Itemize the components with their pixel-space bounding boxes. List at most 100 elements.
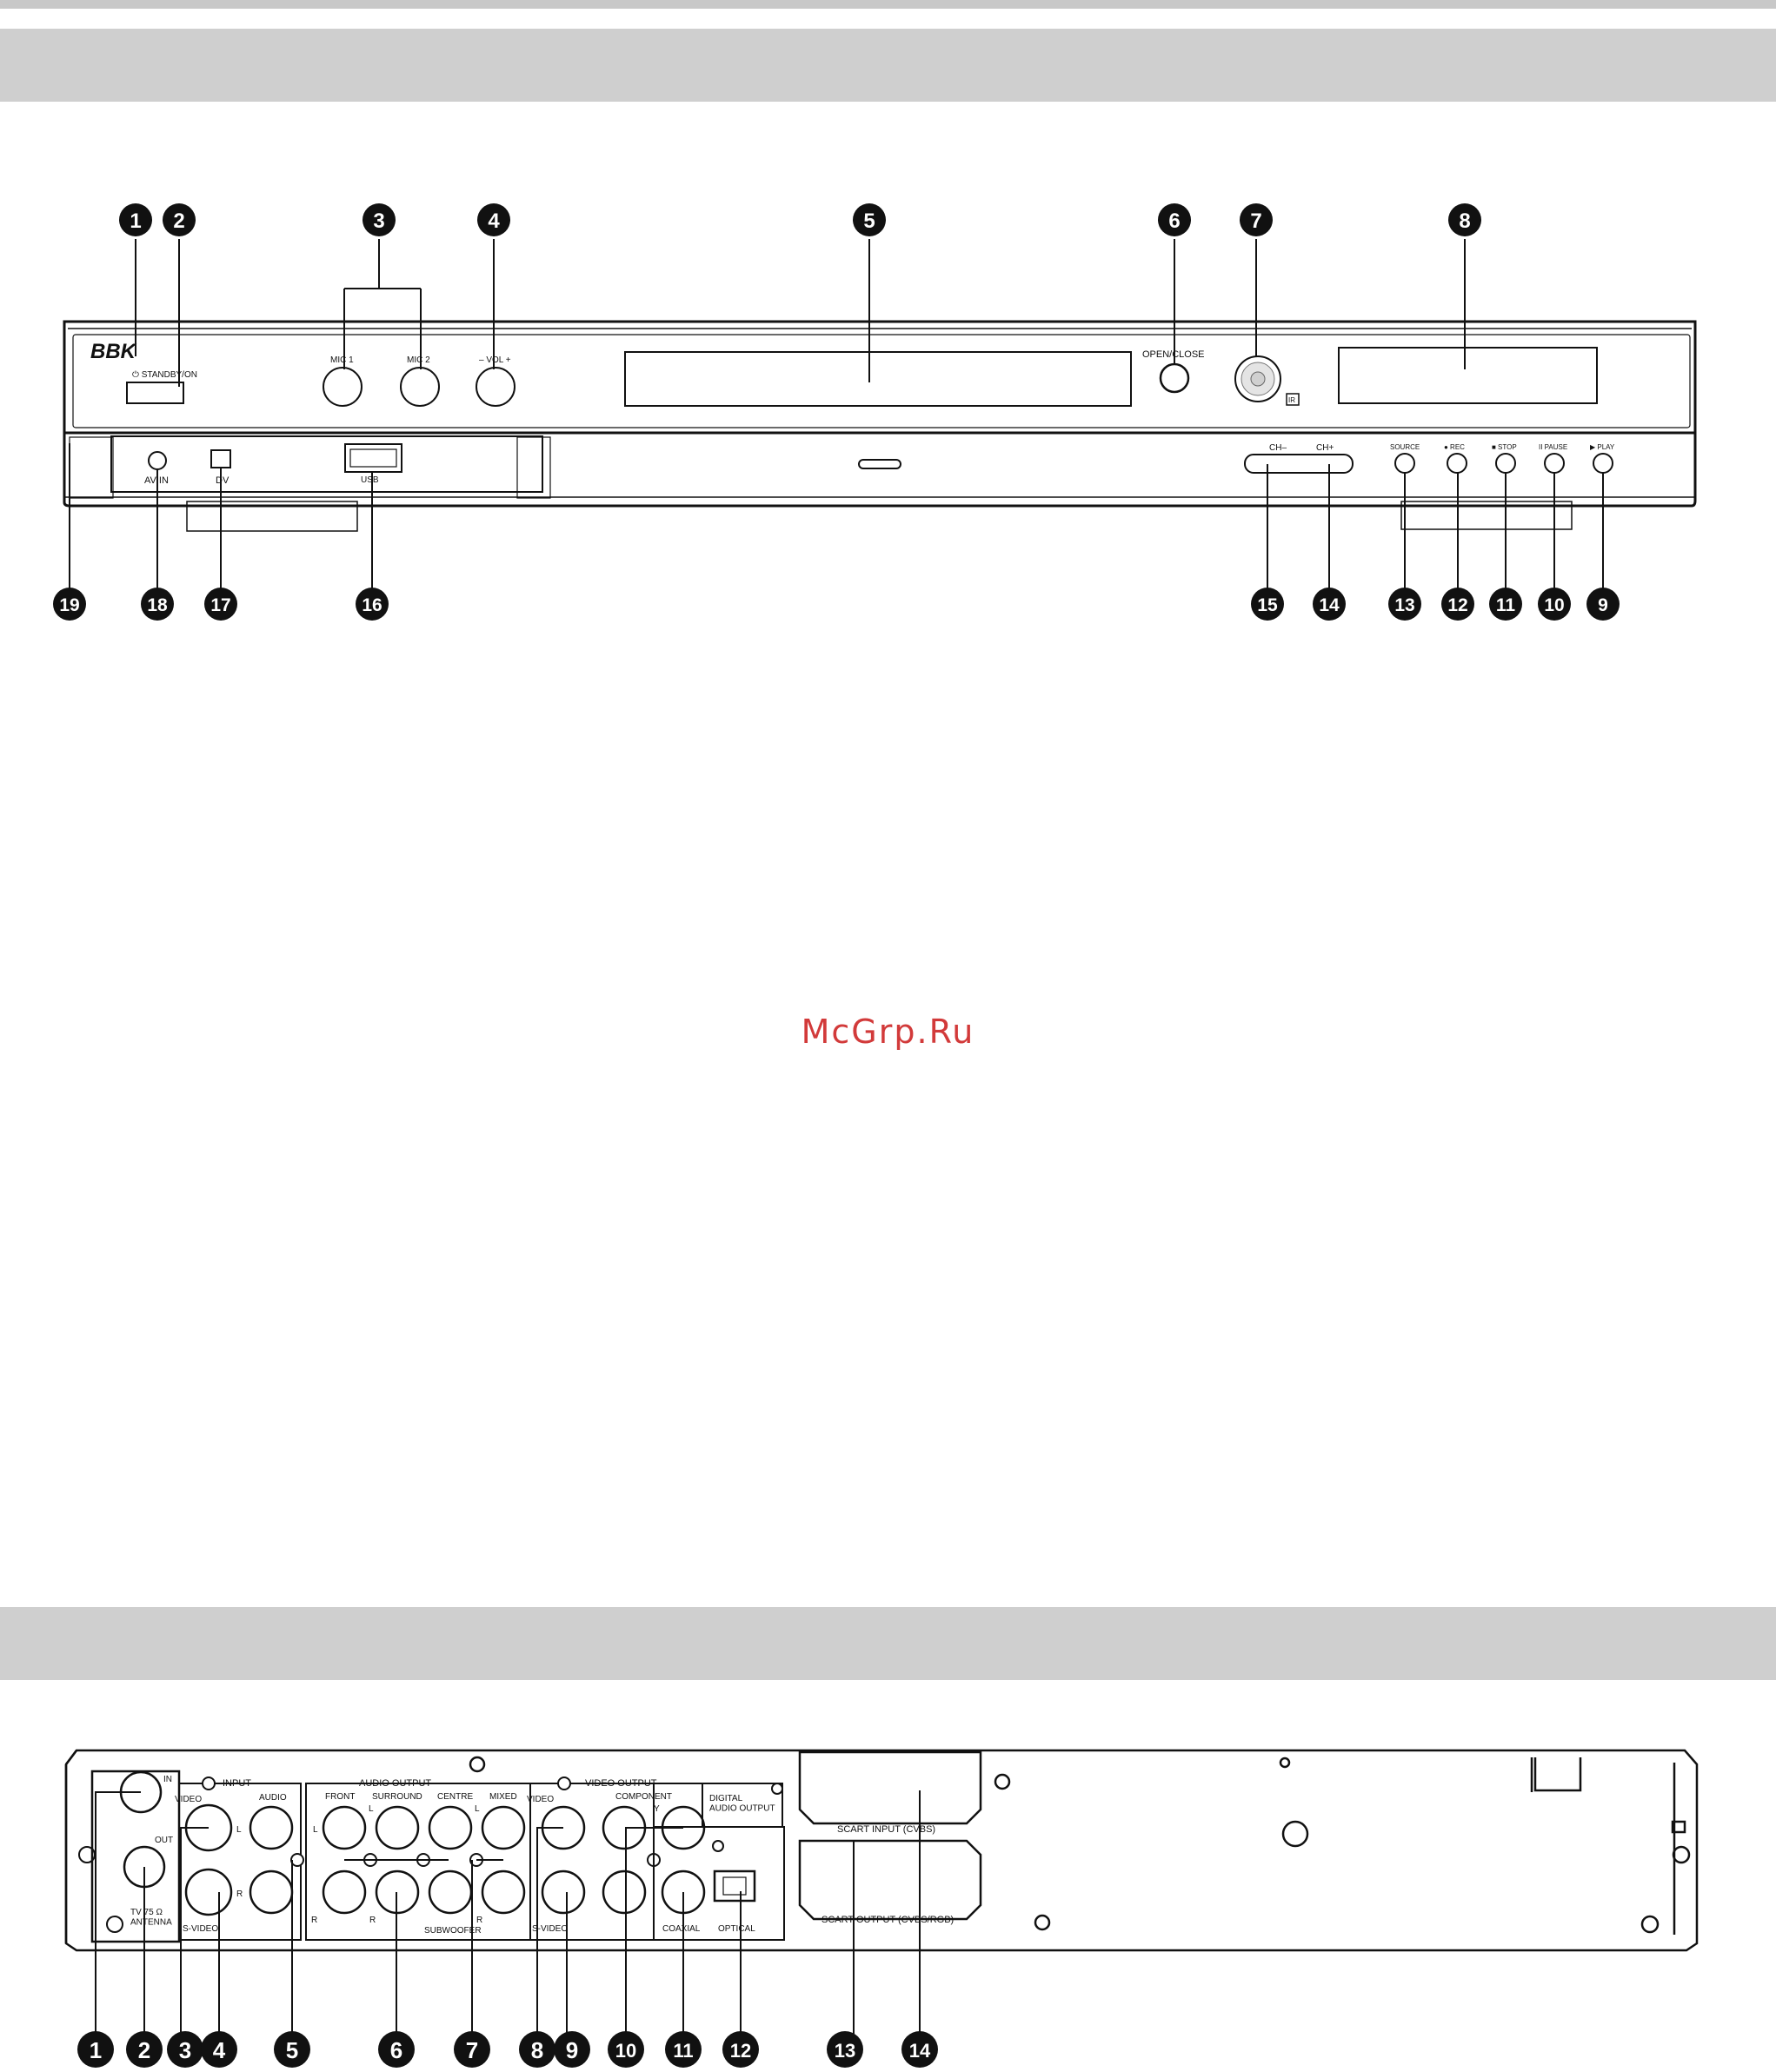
component-section xyxy=(654,1783,703,1828)
ch-minus-label: CH– xyxy=(1269,443,1287,453)
open-close-label: OPEN/CLOSE xyxy=(1142,349,1205,360)
input-svideo-jack xyxy=(184,1868,233,1916)
coaxial-label: COAXIAL xyxy=(662,1924,701,1934)
antenna-in-label: IN xyxy=(163,1775,172,1784)
vol-knob xyxy=(476,367,516,407)
input-audio-label: AUDIO xyxy=(259,1793,287,1803)
svg-text:8: 8 xyxy=(1459,209,1470,233)
mixed-l-jack xyxy=(481,1805,526,1850)
callout-11: 11 xyxy=(1489,588,1522,621)
usb-port xyxy=(344,443,402,473)
front-l-jack xyxy=(322,1805,367,1850)
rear-leader-lines xyxy=(95,1790,921,2034)
svg-text:13: 13 xyxy=(835,2040,855,2062)
callout-8: 8 xyxy=(1448,203,1481,236)
optical-port xyxy=(713,1869,756,1903)
callout-13: 13 xyxy=(1388,588,1421,621)
callout-19: 19 xyxy=(53,588,86,621)
rear-callout-13: 13 xyxy=(827,2031,863,2068)
ch-plus-label: CH+ xyxy=(1316,443,1334,453)
svg-text:7: 7 xyxy=(466,2037,478,2063)
svg-text:18: 18 xyxy=(147,595,168,615)
ir-window xyxy=(1286,393,1300,406)
callout-16: 16 xyxy=(356,588,389,621)
svg-text:10: 10 xyxy=(615,2040,636,2062)
audio-l-label-a: L xyxy=(313,1825,318,1835)
svg-text:1: 1 xyxy=(90,2037,102,2063)
component-pr-jack xyxy=(602,1869,647,1915)
svg-text:11: 11 xyxy=(673,2040,693,2062)
stop-button xyxy=(1495,453,1516,474)
video-output-label: VIDEO OUTPUT xyxy=(585,1778,657,1789)
centre-label: CENTRE xyxy=(437,1792,473,1802)
audio-r-label-b: R xyxy=(369,1916,376,1925)
svg-text:7: 7 xyxy=(1250,209,1261,233)
optical-dot xyxy=(712,1840,724,1852)
input-video-label: VIDEO xyxy=(175,1795,202,1804)
svg-text:5: 5 xyxy=(863,209,875,233)
rec-label: ● REC xyxy=(1444,443,1465,451)
scart-input-label: SCART INPUT (CVBS) xyxy=(837,1824,935,1835)
standby-label: ⏻ STANDBY/ON xyxy=(132,370,197,380)
dv-port xyxy=(210,449,231,468)
rear-chassis xyxy=(64,1749,1699,1952)
standby-button xyxy=(126,382,184,404)
svg-text:17: 17 xyxy=(210,595,230,615)
rear-callout-5: 5 xyxy=(274,2031,310,2068)
play-button xyxy=(1593,453,1613,474)
front-foot-right xyxy=(1400,501,1573,530)
svg-text:6: 6 xyxy=(390,2037,402,2063)
callout-17: 17 xyxy=(204,588,237,621)
callout-15: 15 xyxy=(1251,588,1284,621)
rear-callout-3: 3 xyxy=(167,2031,203,2068)
pause-button xyxy=(1544,453,1565,474)
mic1-label: MIC 1 xyxy=(330,355,354,365)
input-label: INPUT xyxy=(223,1778,251,1789)
input-r-label: R xyxy=(236,1889,243,1899)
av-in-label: AV IN xyxy=(144,475,169,486)
y-label: Y xyxy=(654,1804,660,1814)
callout-18: 18 xyxy=(141,588,174,621)
rear-callout-8: 8 xyxy=(519,2031,555,2068)
subwoofer-label: SUBWOOFER xyxy=(424,1926,482,1936)
digital-audio-frame xyxy=(702,1783,783,1827)
audio-output-label: AUDIO OUTPUT xyxy=(359,1778,431,1789)
callout-1: 1 xyxy=(119,203,152,236)
input-svideo-label: S-VIDEO xyxy=(183,1924,218,1934)
svg-text:2: 2 xyxy=(138,2037,150,2063)
rear-callout-4: 4 xyxy=(201,2031,237,2068)
usb-port-inner xyxy=(349,448,397,468)
svg-text:4: 4 xyxy=(488,209,500,233)
brand-logo: BBK xyxy=(90,340,137,363)
front-label: FRONT xyxy=(325,1792,355,1802)
callout-9: 9 xyxy=(1586,588,1620,621)
optical-label: OPTICAL xyxy=(718,1924,755,1934)
antenna-out-label: OUT xyxy=(155,1836,173,1845)
jog-dial xyxy=(1234,355,1281,402)
play-label: ▶ PLAY xyxy=(1590,443,1615,451)
rear-callout-11: 11 xyxy=(665,2031,702,2068)
top-rule xyxy=(0,0,1776,9)
svg-text:6: 6 xyxy=(1168,209,1180,233)
front-chassis xyxy=(63,320,1697,508)
input-indicator xyxy=(202,1776,216,1790)
video-out-label: VIDEO xyxy=(527,1795,554,1804)
front-r-jack xyxy=(322,1869,367,1915)
callout-7: 7 xyxy=(1240,203,1273,236)
svg-text:12: 12 xyxy=(730,2040,751,2062)
mic2-jack xyxy=(400,367,440,407)
input-section xyxy=(178,1783,302,1941)
usb-label: USB xyxy=(361,475,379,485)
svg-text:5: 5 xyxy=(286,2037,298,2063)
input-audio-r-jack xyxy=(249,1869,294,1915)
centre-jack xyxy=(428,1805,473,1850)
svg-text:9: 9 xyxy=(1598,595,1608,615)
tray-slot xyxy=(858,459,901,469)
input-audio-l-jack xyxy=(249,1805,294,1850)
source-label: SOURCE xyxy=(1390,443,1420,451)
subwoofer-jack xyxy=(428,1869,473,1915)
callout-2: 2 xyxy=(163,203,196,236)
svg-text:4: 4 xyxy=(213,2037,226,2063)
